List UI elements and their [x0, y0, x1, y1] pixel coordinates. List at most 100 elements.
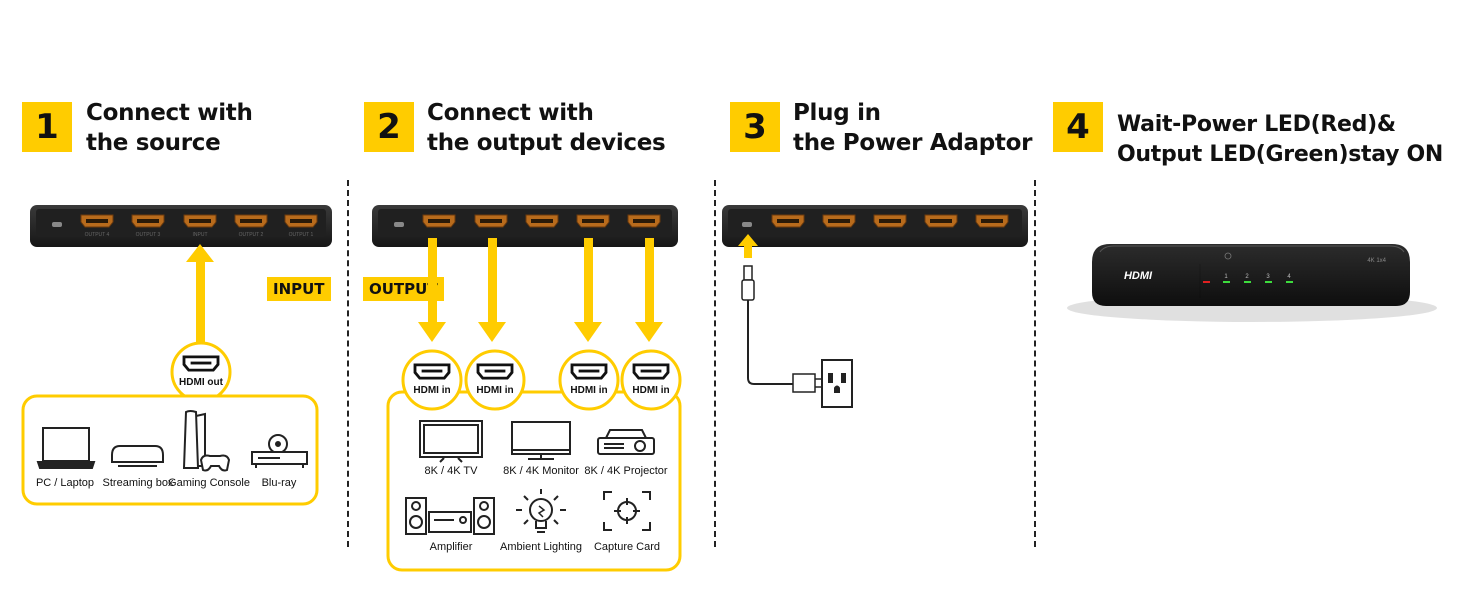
output-arrows [418, 238, 663, 342]
hdmi-in-label: HDMI in [413, 385, 451, 396]
splitter-device-product: HDMI 4K 1x4 1 2 3 4 [1067, 244, 1437, 322]
step-4-title-line2: Output LED(Green)stay ON [1117, 142, 1443, 167]
hdmi-port-icon [183, 214, 217, 228]
output-led-green [1265, 281, 1272, 283]
hdmi-port-icon [422, 214, 456, 228]
port-label: OUTPUT 4 [85, 232, 110, 238]
hdmi-icon [413, 363, 451, 380]
divider-1 [347, 180, 349, 547]
hdmi-icon [632, 363, 670, 380]
hdmi-port-icon [525, 214, 559, 228]
led-label: 4 [1287, 274, 1291, 280]
power-cable [747, 300, 793, 385]
hdmi-icon [570, 363, 608, 380]
hdmi-port-icon [822, 214, 856, 228]
hdmi-port-icon [627, 214, 661, 228]
output-led-green [1223, 281, 1230, 283]
step-3-badge: 3 [730, 102, 780, 152]
output-tag: OUTPUT [363, 277, 444, 301]
usb-c-port-icon [742, 222, 752, 227]
led-label: 3 [1266, 274, 1270, 280]
hdmi-icon [476, 363, 514, 380]
hdmi-port-icon [873, 214, 907, 228]
output-label-capture: Capture Card [593, 541, 661, 553]
step-1-title: Connect with the source [86, 98, 253, 158]
port-label: OUTPUT 1 [289, 232, 314, 238]
wall-outlet-icon [821, 359, 853, 408]
output-label-lighting: Ambient Lighting [500, 541, 582, 553]
splitter-step3 [722, 205, 1028, 247]
step-3-title-line2: the Power Adaptor [793, 130, 1033, 156]
hdmi-out-badge [170, 341, 232, 403]
source-label-bluray: Blu-ray [261, 477, 297, 489]
input-arrow [186, 244, 214, 345]
output-label-projector: 8K / 4K Projector [584, 465, 668, 477]
hdmi-port-icon [234, 214, 268, 228]
hdmi-port-icon [131, 214, 165, 228]
splitter-step1: OUTPUT 4 OUTPUT 3 INPUT OUTPUT 2 OUTPUT … [30, 205, 332, 247]
projector-icon [597, 429, 655, 455]
usb-c-plug-icon [741, 265, 755, 301]
port-label: OUTPUT 2 [239, 232, 264, 238]
step-2-title-line1: Connect with [427, 100, 594, 126]
step-2-badge: 2 [364, 102, 414, 152]
hdmi-port-icon [771, 214, 805, 228]
power-symbol-icon [1224, 252, 1232, 260]
step-4-badge: 4 [1053, 102, 1103, 152]
output-label-amplifier: Amplifier [429, 541, 473, 553]
step-3-title: Plug in the Power Adaptor [793, 98, 1032, 158]
hdmi-port-icon [975, 214, 1009, 228]
output-led-green [1286, 281, 1293, 283]
led-label: 1 [1224, 274, 1228, 280]
hdmi-in-label: HDMI in [632, 385, 670, 396]
step-3-title-line1: Plug in [793, 100, 881, 126]
usb-c-port-icon [52, 222, 62, 227]
port-label: OUTPUT 3 [136, 232, 161, 238]
power-led-red [1203, 281, 1210, 283]
game-console-icon [182, 410, 231, 472]
device-logo-text: HDMI [1124, 270, 1153, 282]
port-label: INPUT [193, 232, 208, 238]
power-adapter-icon [792, 373, 824, 393]
step-1-title-line1: Connect with [86, 100, 253, 126]
output-led-green [1244, 281, 1251, 283]
hdmi-port-icon [474, 214, 508, 228]
source-label-pc: PC / Laptop [35, 477, 95, 489]
bluray-icon [251, 434, 308, 468]
output-label-tv: 8K / 4K TV [424, 465, 478, 477]
hdmi-in-label: HDMI in [476, 385, 514, 396]
hdmi-out-label: HDMI out [179, 377, 223, 388]
divider-2 [714, 180, 716, 547]
hdmi-icon [182, 355, 220, 372]
amplifier-icon [405, 497, 495, 535]
step-1-badge: 1 [22, 102, 72, 152]
hdmi-port-icon [80, 214, 114, 228]
lightbulb-icon [516, 489, 566, 533]
splitter-step2 [372, 205, 678, 247]
divider-3 [1034, 180, 1036, 547]
streaming-box-icon [111, 445, 164, 467]
device-badge-text: 4K 1x4 [1367, 258, 1386, 264]
capture-card-icon [603, 491, 651, 531]
hdmi-in-badges [401, 349, 682, 411]
step-2-title: Connect with the output devices [427, 98, 666, 158]
hdmi-in-label: HDMI in [570, 385, 608, 396]
hdmi-port-icon [284, 214, 318, 228]
input-tag: INPUT [267, 277, 331, 301]
laptop-icon [36, 427, 96, 469]
power-arrow [738, 234, 758, 258]
step-2-title-line2: the output devices [427, 130, 666, 156]
step-1-title-line2: the source [86, 130, 221, 156]
step-4-title-line1: Wait-Power LED(Red)& [1117, 112, 1396, 137]
led-label: 2 [1245, 274, 1249, 280]
tv-icon [419, 420, 483, 463]
source-label-console: Gaming Console [168, 477, 250, 489]
hdmi-port-icon [924, 214, 958, 228]
step-4-title: Wait-Power LED(Red)& Output LED(Green)st… [1117, 110, 1443, 170]
hdmi-port-icon [576, 214, 610, 228]
monitor-icon [511, 421, 571, 460]
usb-c-port-icon [394, 222, 404, 227]
output-label-monitor: 8K / 4K Monitor [503, 465, 579, 477]
source-label-streaming: Streaming box [102, 477, 174, 489]
